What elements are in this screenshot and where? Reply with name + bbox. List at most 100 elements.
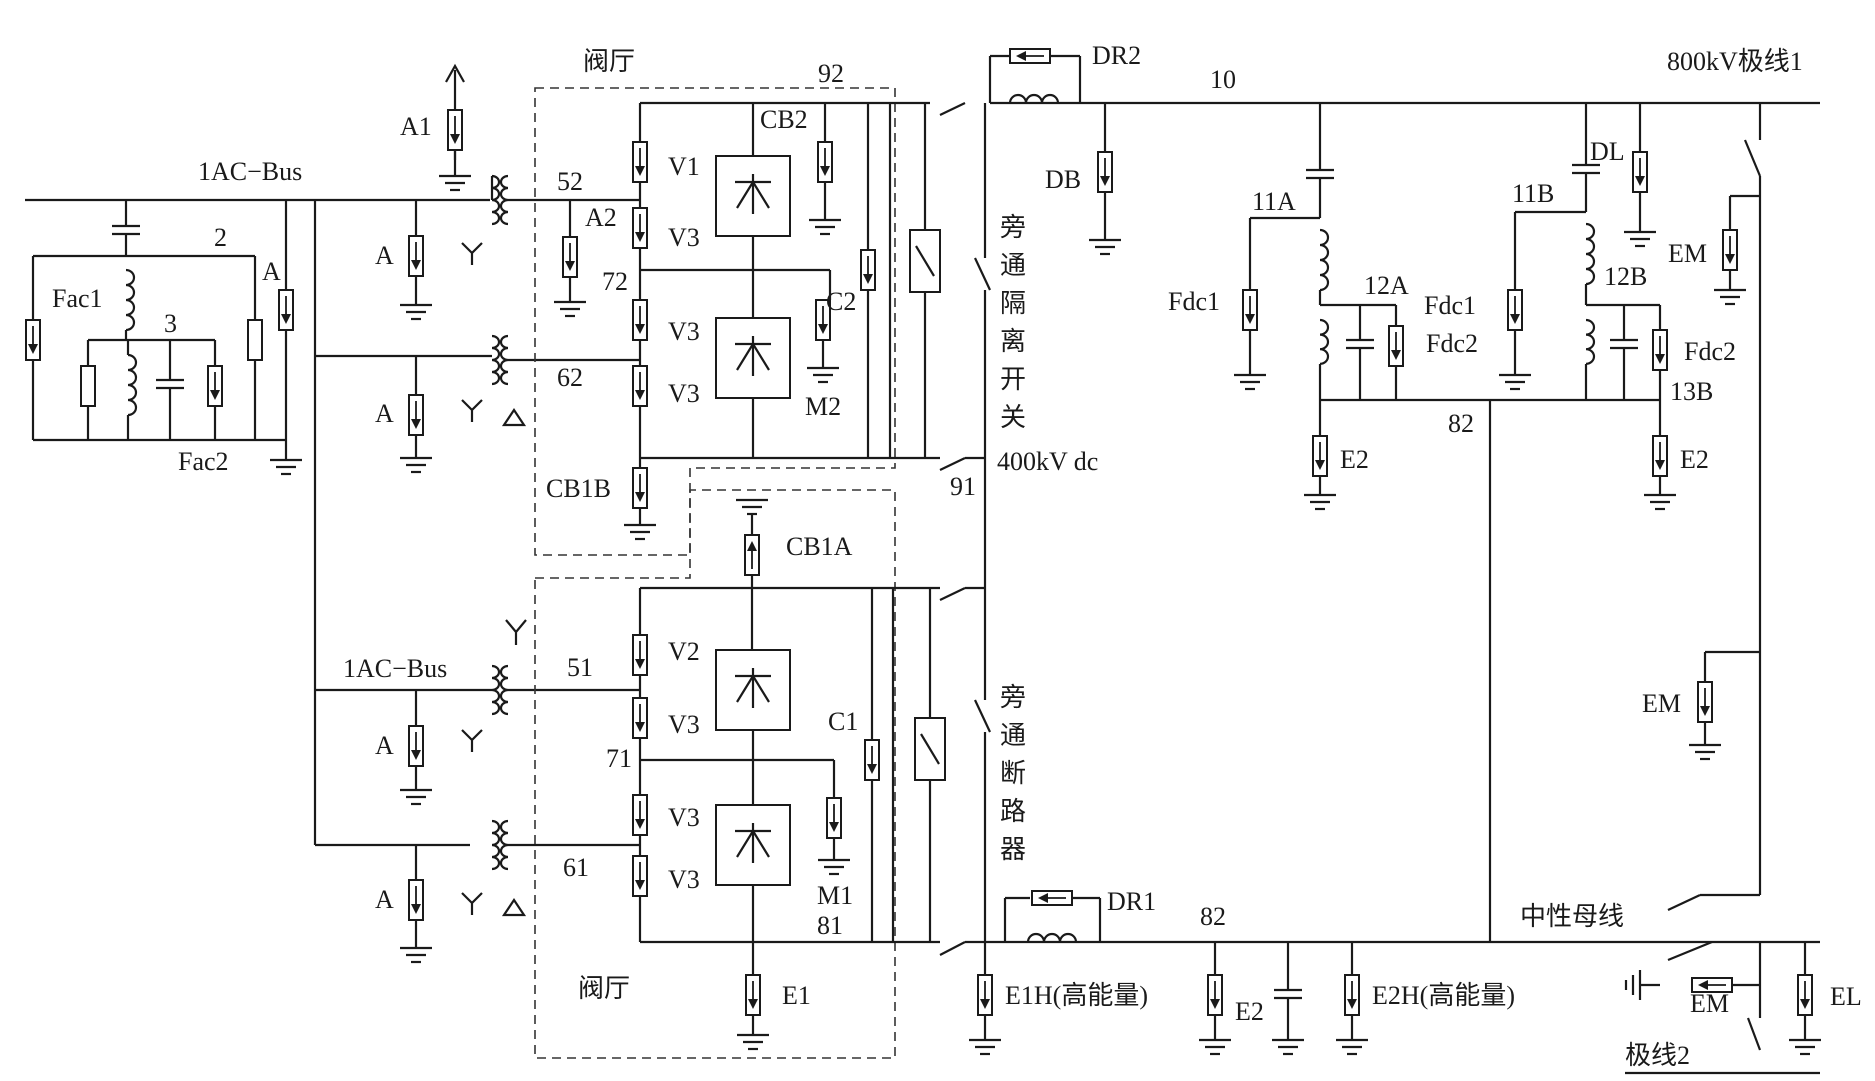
transformers: A1 52 A 62 A 1AC−Bus 51 A: [343, 63, 640, 964]
arrester-db-icon: [1097, 151, 1113, 193]
arrester-e2-b-icon: [1652, 435, 1668, 477]
v3-label-5: V3: [668, 803, 700, 832]
bypass-isolator-1: 旁: [1000, 213, 1026, 242]
valve-lower-1: [714, 648, 792, 732]
bypass-breaker-2: 通: [1000, 721, 1026, 750]
bypass-breaker-3: 断: [1000, 759, 1026, 788]
node-61-label: 61: [563, 853, 589, 882]
v1-label: V1: [668, 152, 700, 181]
arrester-e1-icon: [745, 974, 761, 1016]
neutral-bus-label: 中性母线: [1520, 902, 1624, 931]
m1-label: M1: [817, 881, 853, 910]
arrester-el-icon: [1797, 974, 1813, 1016]
v3-label-6: V3: [668, 865, 700, 894]
arrester-a1-label: A1: [400, 112, 432, 141]
arrester-v1-icon: [632, 141, 648, 183]
arrester-c2-icon: [860, 249, 876, 291]
dr1-label: DR1: [1107, 887, 1156, 916]
arrester-a-t1-label: A: [375, 241, 394, 270]
node-91-label: 91: [950, 472, 976, 501]
node-10-label: 10: [1210, 65, 1236, 94]
node-71-label: 71: [606, 744, 632, 773]
bypass-isolator-4: 离: [1000, 327, 1026, 356]
dr2-label: DR2: [1092, 41, 1141, 70]
valve-lower-2: [714, 803, 792, 887]
e1-label: E1: [782, 981, 811, 1010]
fdc2-b-label: Fdc2: [1684, 337, 1736, 366]
node-2-label: 2: [214, 223, 227, 252]
e2-neutral-label: E2: [1235, 997, 1264, 1026]
bypass-breaker-5: 器: [1000, 835, 1026, 864]
v2-label: V2: [668, 637, 700, 666]
arrester-fdc2-a-icon: [1388, 325, 1404, 367]
dl-label: DL: [1590, 137, 1625, 166]
arrester-dr1-icon: [1031, 890, 1073, 906]
e1h-label: E1H(高能量): [1005, 981, 1148, 1010]
node-82-lower-label: 82: [1200, 902, 1226, 931]
bypass-breaker-4: 路: [1000, 797, 1026, 826]
node-11b-label: 11B: [1512, 179, 1554, 208]
a2-label: A2: [585, 203, 617, 232]
arrester-fdc2-b-icon: [1652, 329, 1668, 371]
pole2-label: 极线2: [1625, 1041, 1690, 1070]
arrester-e2-a-icon: [1312, 435, 1328, 477]
valve-upper-1: [714, 154, 792, 238]
valve-upper-2: [714, 316, 792, 400]
valve-hall-upper: 阀厅 92 V1 V3 A2 72 V3 V3 CB2: [534, 47, 941, 556]
arrester-a-t4-label: A: [375, 885, 394, 914]
bypass-isolator-3: 隔: [1000, 289, 1026, 318]
ac-bus-2-label: 1AC−Bus: [343, 654, 447, 683]
v3-label-2: V3: [668, 317, 700, 346]
node-12b-label: 12B: [1604, 262, 1647, 291]
node-82-upper-label: 82: [1448, 409, 1474, 438]
arrester-fdc1-b-icon: [1507, 289, 1523, 331]
fdc2-a-label: Fdc2: [1426, 329, 1478, 358]
m2-label: M2: [805, 392, 841, 421]
cb2-label: CB2: [760, 105, 808, 134]
arrester-a-t3-label: A: [375, 731, 394, 760]
node-81-label: 81: [817, 911, 843, 940]
voltage-400-label: 400kV dc: [997, 447, 1098, 476]
node-52-label: 52: [557, 167, 583, 196]
fac2-label: Fac2: [178, 447, 229, 476]
em-mid-label: EM: [1642, 689, 1681, 718]
dc-yard: 800kV极线1 10 DR2 DB 91 400kV dc 旁 通 隔 离 开: [939, 41, 1862, 1075]
arrester-a-label: A: [262, 257, 281, 286]
arrester-fac2-icon: [207, 365, 223, 407]
node-13b-label: 13B: [1670, 377, 1713, 406]
e2h-label: E2H(高能量): [1372, 981, 1515, 1010]
node-72-label: 72: [602, 267, 628, 296]
arrester-a-icon: [278, 289, 294, 331]
c2-label: C2: [826, 287, 856, 316]
v3-label-4: V3: [668, 710, 700, 739]
arrester-cb1a-icon: [744, 534, 760, 576]
node-12a-label: 12A: [1364, 271, 1409, 300]
ac-section: 1AC−Bus 2 Fac1 3 Fac2: [25, 157, 490, 847]
arrester-fdc1-a-icon: [1242, 289, 1258, 331]
arrester-a1-icon: [447, 109, 463, 151]
valve-hall-lower-label: 阀厅: [578, 974, 630, 1003]
bypass-isolator-5: 开: [1000, 365, 1026, 394]
node-11a-label: 11A: [1252, 187, 1296, 216]
pole1-label: 800kV极线1: [1667, 47, 1803, 76]
arrester-e1h-icon: [977, 974, 993, 1016]
arrester-dl-icon: [1632, 151, 1648, 193]
node-92-label: 92: [818, 59, 844, 88]
fdc1-a-label: Fdc1: [1168, 287, 1220, 316]
bypass-isolator-6: 关: [1000, 403, 1026, 432]
valve-hall-upper-label: 阀厅: [583, 47, 635, 76]
em-bottom-label: EM: [1690, 989, 1729, 1018]
node-3-label: 3: [164, 309, 177, 338]
arrester-m1-icon: [826, 797, 842, 839]
ac-bus-label: 1AC−Bus: [198, 157, 302, 186]
arrester-e2-neutral-icon: [1207, 974, 1223, 1016]
bypass-isolator-2: 通: [1000, 251, 1026, 280]
arrester-cb2-icon: [817, 141, 833, 183]
arrester-c1-icon: [864, 739, 880, 781]
cb1a-label: CB1A: [786, 532, 853, 561]
valve-hall-lower: 阀厅 CB1A V2 V3 71 V3 V3 M1 81: [534, 489, 946, 1059]
arrester-cb1b-icon: [632, 467, 648, 509]
arrester-dr2-icon: [1009, 48, 1051, 64]
arrester-a-t2-label: A: [375, 399, 394, 428]
